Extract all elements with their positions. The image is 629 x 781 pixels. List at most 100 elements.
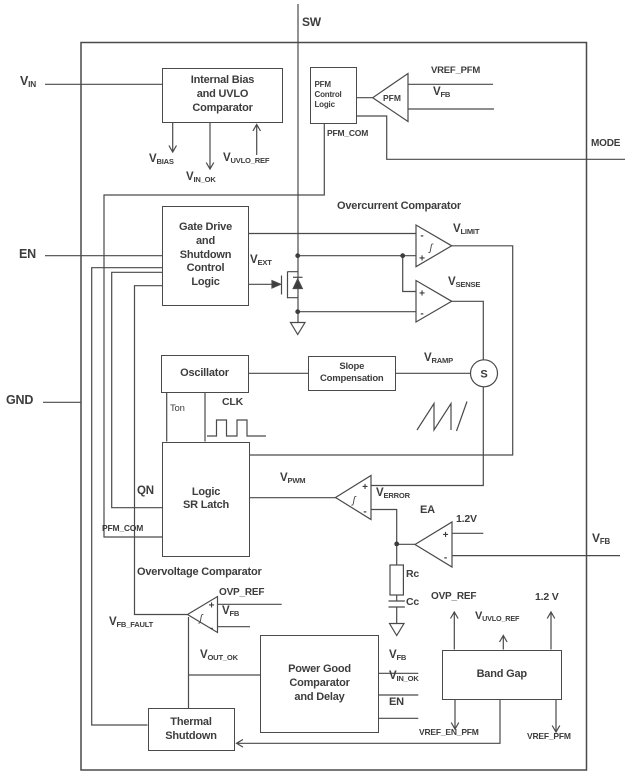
pwm-hysteresis-icon: ʃ: [351, 496, 357, 507]
vsense-wire: [451, 300, 484, 360]
oc-minus-sign: -: [420, 231, 423, 242]
pg-vfb-label: VFB: [389, 649, 407, 663]
vref-pfm-bottom-label: VREF_PFM: [527, 731, 571, 741]
mosfet: [248, 271, 307, 336]
ton-clk-wires: [166, 392, 206, 442]
vbias-arrow: [168, 121, 178, 154]
clk-label: CLK: [222, 396, 243, 408]
slope-compensation-block: Slope Compensation: [308, 356, 396, 391]
vfb-pin-label: VFB: [592, 531, 610, 547]
rc-label: Rc: [406, 568, 420, 580]
thermal-shutdown-block: Thermal Shutdown: [147, 708, 235, 751]
vin-pin-label: VIN: [20, 74, 36, 90]
sense-plus-wire: [402, 255, 416, 293]
verror-wire: [371, 508, 398, 544]
vlimit-label: VLIMIT: [453, 223, 480, 237]
mode-pin-label: MODE: [591, 138, 621, 149]
verror-label: VERROR: [376, 487, 410, 501]
sense-plus-sign: +: [419, 289, 425, 300]
vramp-label: VRAMP: [424, 352, 453, 366]
ea-minus-sign: -: [444, 553, 447, 564]
overcurrent-comparator: [415, 223, 453, 268]
power-good-stub-wires: [378, 672, 419, 719]
band-gap-block: Band Gap: [441, 649, 562, 700]
ramp-waveform-icon: [416, 401, 468, 433]
pfm-com-top-label: PFM_COM: [327, 128, 369, 138]
sense-minus-sign: -: [420, 309, 423, 320]
thermal-wire: [91, 267, 163, 726]
v12-up-arrow: [546, 610, 556, 650]
junction-dots: [295, 253, 406, 547]
vin-ok-label: VIN_OK: [186, 171, 216, 185]
bandgap-v12-label: 1.2 V: [535, 591, 559, 603]
ovp-ref-up-arrow: [449, 610, 459, 650]
ea-out-wire: [396, 543, 415, 565]
ton-label: Ton: [170, 403, 185, 414]
oscillator-block: Oscillator: [160, 354, 249, 393]
power-good-block: Power Good Comparator and Delay: [260, 635, 379, 733]
ea-label: EA: [420, 504, 435, 516]
ea-plus-sign: +: [443, 530, 449, 541]
vref-en-pfm-label: VREF_EN_PFM: [419, 727, 479, 737]
vsense-label: VSENSE: [448, 276, 481, 290]
chip-outline: [80, 41, 588, 771]
ground-icon: [289, 321, 307, 336]
vref-pfm-down-arrow: [551, 699, 561, 734]
vref-pfm-label: VREF_PFM: [431, 65, 481, 76]
vin-ok-arrow: [205, 121, 215, 171]
vuvlo-ref-label: VUVLO_REF: [223, 152, 270, 166]
cc-label: Cc: [406, 596, 420, 608]
gnd-pin-label: GND: [6, 393, 34, 407]
bandgap-vuvlo-ref-label: VUVLO_REF: [475, 610, 520, 624]
pfm-vfb-label: VFB: [433, 86, 451, 100]
vfb-fault-wire: [133, 285, 188, 616]
summing-node-label: S: [480, 369, 487, 381]
vref-en-pfm-down-arrow: [450, 699, 460, 731]
vfb-fault-label: VFB_FAULT: [109, 616, 154, 630]
pfm-com-bottom-label: PFM_COM: [102, 523, 144, 533]
summing-node: [469, 359, 499, 388]
vbias-label: VBIAS: [149, 153, 174, 167]
gate-drive-block: Gate Drive and Shutdown Control Logic: [162, 205, 249, 306]
pfm-com-wire: [103, 123, 325, 538]
internal-bias-block: Internal Bias and UVLO Comparator: [162, 67, 283, 123]
qn-label: QN: [137, 485, 154, 497]
rc-resistor: [389, 564, 404, 596]
ground-icon: [388, 622, 406, 637]
sense-comparator: [415, 279, 453, 324]
oc-hysteresis-icon: ʃ: [428, 243, 434, 254]
sw-pin-label: SW: [302, 15, 321, 29]
ovp-hysteresis-icon: ʃ: [198, 614, 204, 625]
vuvlo-ref-arrow: [252, 123, 262, 155]
vuvlo-ref-up-arrow: [498, 634, 508, 650]
vlimit-wire: [249, 245, 514, 456]
vref-en-pfm-route-wire: [235, 699, 501, 748]
mode-wire: [356, 115, 625, 160]
pwm-comparator: [334, 474, 372, 521]
overvoltage-comparator-title: Overvoltage Comparator: [137, 566, 262, 578]
mosfet-stubs: [287, 271, 298, 299]
clk-waveform-icon: [207, 419, 266, 437]
en-pin-label: EN: [19, 247, 36, 261]
vout-ok-label: VOUT_OK: [200, 649, 238, 663]
pwm-plus-sign: +: [362, 482, 368, 493]
cc-capacitor: [388, 595, 405, 624]
sr-latch-block: Logic SR Latch: [162, 441, 250, 557]
error-amplifier: [413, 520, 453, 569]
ea-ref-label: 1.2V: [456, 513, 477, 525]
ovp-vfb-label: VFB: [222, 605, 240, 619]
oc-plus-sign: +: [419, 254, 425, 265]
vout-ok-wire: [187, 617, 260, 709]
ovp-minus-sign: -: [210, 623, 213, 634]
bandgap-ovp-ref-label: OVP_REF: [431, 591, 477, 602]
vext-label: VEXT: [250, 254, 272, 268]
pwm-minus-sign: -: [363, 507, 366, 518]
body-diode-icon: [292, 277, 304, 290]
overcurrent-comparator-title: Overcurrent Comparator: [337, 200, 461, 212]
qn-wire: [111, 271, 163, 509]
pfm-control-block: PFM Control Logic: [309, 66, 357, 124]
pg-vin-ok-label: VIN_OK: [389, 670, 419, 684]
ovp-plus-sign: +: [209, 601, 215, 612]
